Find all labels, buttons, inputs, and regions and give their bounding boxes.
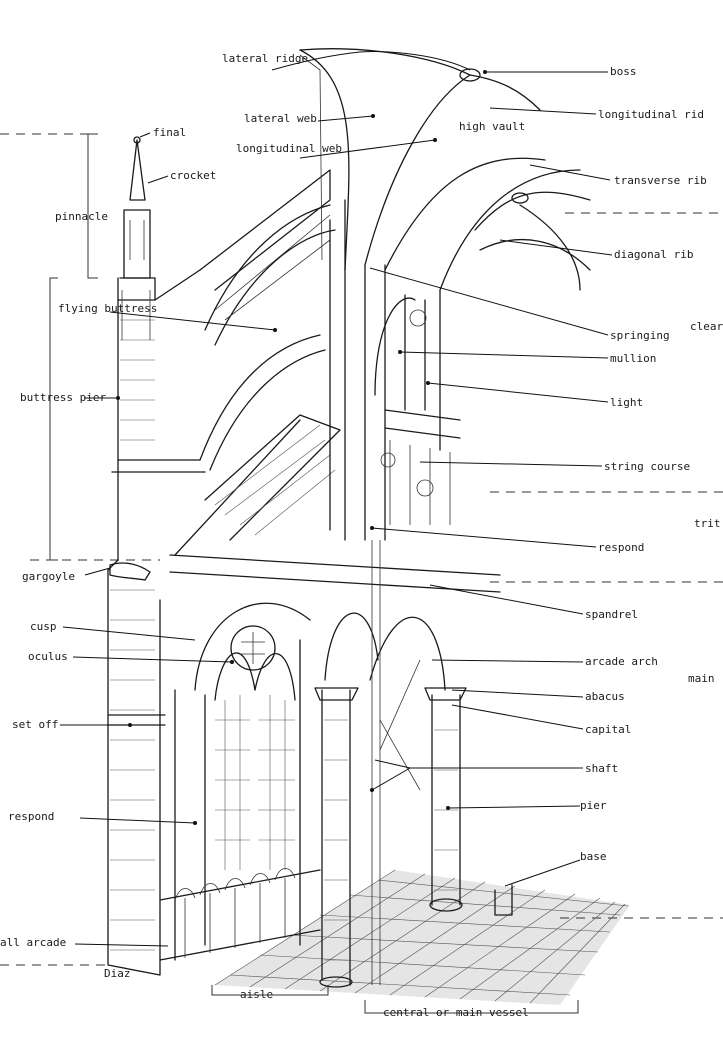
label-buttress-pier: buttress pier [20, 391, 106, 404]
nave-wall [329, 199, 461, 541]
buttress-pier [107, 269, 206, 976]
label-cusp: cusp [30, 620, 57, 633]
label-main-arcade: main [688, 672, 715, 685]
label-longitudinal-rib: longitudinal rid [598, 108, 704, 121]
label-pier: pier [580, 799, 607, 812]
label-pinnacle: pinnacle [55, 210, 108, 223]
label-boss: boss [610, 65, 637, 78]
label-flying-buttress: flying buttress [58, 302, 157, 315]
label-wall-arcade: all arcade [0, 936, 66, 949]
label-aisle: aisle [240, 988, 273, 1001]
flying-buttresses [199, 169, 336, 471]
labels: lateral ridge boss lateral web high vaul… [0, 52, 723, 1019]
label-respond-upper: respond [598, 541, 644, 554]
label-capital: capital [585, 723, 631, 736]
label-set-off: set off [12, 718, 58, 731]
label-mullion: mullion [610, 352, 656, 365]
label-lateral-ridge: lateral ridge [222, 52, 308, 65]
label-shaft: shaft [585, 762, 618, 775]
label-gargoyle: gargoyle [22, 570, 75, 583]
wall-arcade [159, 868, 321, 961]
label-springing: springing [610, 329, 670, 342]
label-oculus: oculus [28, 650, 68, 663]
label-string-course: string course [604, 460, 690, 473]
height-brackets [49, 133, 98, 561]
main-arcade [314, 540, 467, 988]
label-arcade-arch: arcade arch [585, 655, 658, 668]
label-clerestory: clear [690, 320, 723, 333]
label-abacus: abacus [585, 690, 625, 703]
level-lines [0, 133, 723, 966]
label-signature: Diaz [104, 967, 131, 980]
pinnacle [119, 136, 156, 340]
leader-lines [60, 51, 613, 1014]
label-diagonal-rib: diagonal rib [614, 248, 693, 261]
label-central-vessel: central or main vessel [383, 1006, 529, 1019]
leader-dots [116, 70, 487, 825]
label-longitudinal-web: longitudinal web [236, 142, 342, 155]
label-transverse-rib: transverse rib [614, 174, 707, 187]
label-high-vault: high vault [459, 120, 525, 133]
label-crocket: crocket [170, 169, 216, 182]
label-triforium: trit [694, 517, 721, 530]
label-lateral-web: lateral web [244, 112, 317, 125]
label-spandrel: spandrel [585, 608, 638, 621]
vaults [299, 48, 591, 291]
floor-grid [214, 869, 630, 1005]
gargoyle [109, 562, 151, 581]
aisle-roof [169, 414, 501, 593]
label-finial: final [153, 126, 186, 139]
label-light: light [610, 396, 643, 409]
aisle-window [174, 602, 311, 961]
floor-bases [494, 884, 513, 916]
label-respond-lower: respond [8, 810, 54, 823]
label-base: base [580, 850, 607, 863]
